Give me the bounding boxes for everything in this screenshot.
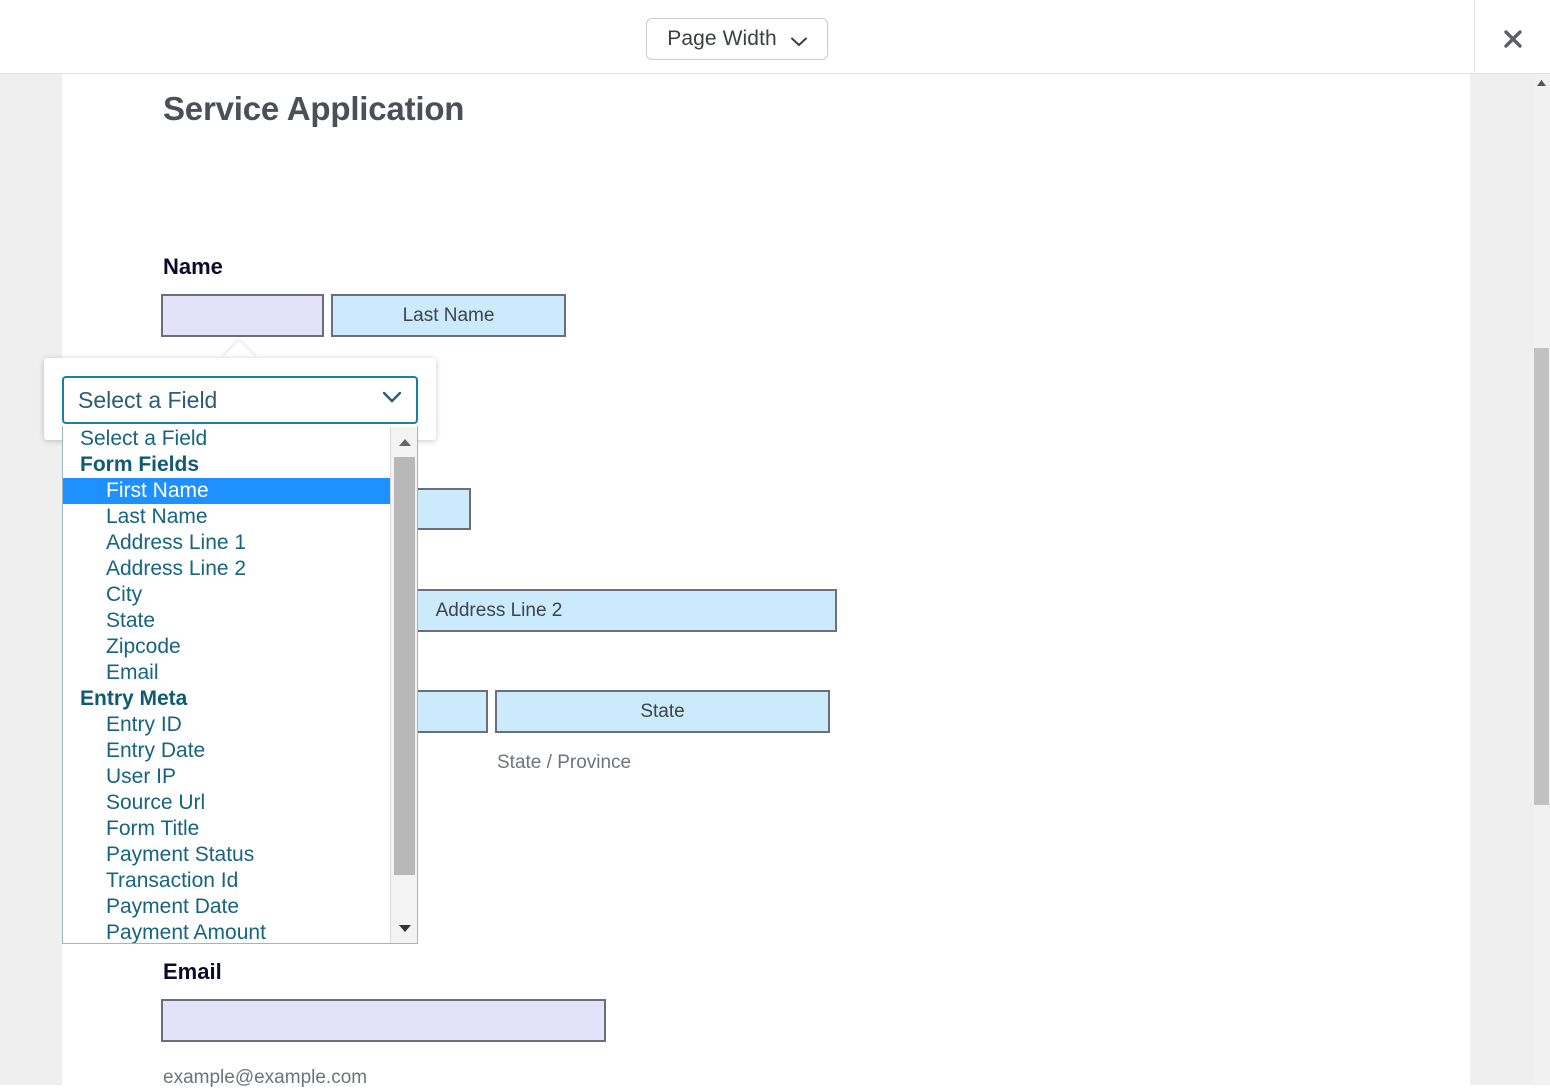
zoom-level-label: Page Width bbox=[667, 27, 777, 50]
page-title: Service Application bbox=[163, 90, 465, 127]
option-item[interactable]: Payment Status bbox=[106, 843, 255, 866]
option-item[interactable]: City bbox=[106, 583, 143, 606]
option-item[interactable]: Payment Date bbox=[106, 895, 240, 918]
option-group-header: Entry Meta bbox=[80, 687, 188, 710]
option-item[interactable]: Source Url bbox=[106, 791, 206, 814]
option-item[interactable]: Address Line 1 bbox=[106, 531, 247, 554]
option-item[interactable]: Select a Field bbox=[80, 427, 208, 450]
option-item[interactable]: Entry ID bbox=[106, 713, 182, 736]
scrollbar-thumb[interactable] bbox=[1534, 348, 1549, 805]
option-item[interactable]: State bbox=[106, 609, 156, 632]
chevron-down-icon bbox=[790, 34, 807, 47]
option-item[interactable]: User IP bbox=[106, 765, 177, 788]
option-item[interactable]: Form Title bbox=[106, 817, 200, 840]
scroll-up-arrow-icon[interactable] bbox=[1533, 74, 1550, 91]
option-list-scrollbar[interactable] bbox=[390, 427, 417, 943]
popover-arrow bbox=[221, 341, 257, 359]
close-icon bbox=[1504, 30, 1522, 48]
option-item[interactable]: First Name bbox=[63, 478, 391, 504]
name-field-label: Name bbox=[163, 254, 223, 279]
zoom-level-select[interactable]: Page Width bbox=[646, 18, 828, 60]
option-item[interactable]: Last Name bbox=[106, 505, 208, 528]
option-group-header: Form Fields bbox=[80, 453, 200, 476]
state-sublabel: State / Province bbox=[497, 752, 632, 773]
option-scroll-down-arrow-icon[interactable] bbox=[391, 917, 418, 939]
state-input[interactable]: State bbox=[495, 690, 830, 733]
email-sublabel: example@example.com bbox=[163, 1067, 368, 1088]
toolbar: Page Width bbox=[0, 0, 1550, 74]
field-picker-select[interactable]: Select a Field bbox=[62, 376, 418, 424]
option-item[interactable]: Payment Amount bbox=[106, 921, 266, 944]
option-scrollbar-thumb[interactable] bbox=[394, 457, 415, 875]
page-vertical-scrollbar[interactable] bbox=[1533, 74, 1550, 1085]
option-item[interactable]: Entry Date bbox=[106, 739, 206, 762]
toolbar-divider bbox=[1474, 0, 1475, 74]
chevron-down-icon bbox=[382, 391, 402, 409]
option-item[interactable]: Email bbox=[106, 661, 159, 684]
first-name-input[interactable] bbox=[161, 294, 324, 337]
email-field-label: Email bbox=[163, 959, 222, 984]
close-button[interactable] bbox=[1496, 24, 1530, 54]
last-name-input[interactable]: Last Name bbox=[331, 294, 566, 337]
option-item[interactable]: Zipcode bbox=[106, 635, 181, 658]
option-scroll-up-arrow-icon[interactable] bbox=[391, 431, 418, 453]
email-input[interactable] bbox=[161, 999, 606, 1042]
field-picker-selected-value: Select a Field bbox=[78, 386, 218, 413]
option-item[interactable]: Address Line 2 bbox=[106, 557, 247, 580]
option-item[interactable]: Transaction Id bbox=[106, 869, 239, 892]
